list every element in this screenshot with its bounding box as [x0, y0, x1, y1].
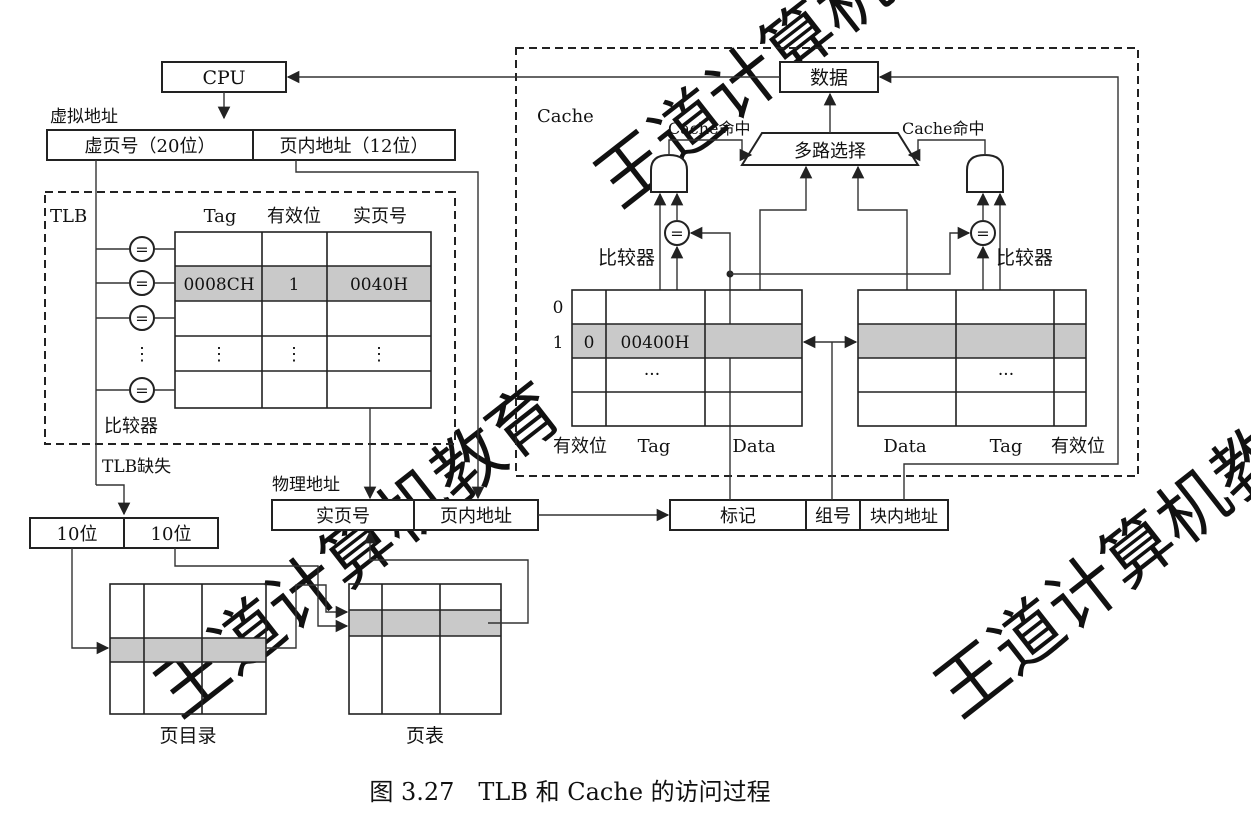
cache-right-dots: ··· [998, 365, 1014, 385]
and-gate-left [650, 153, 688, 193]
svg-text:王道计算机教育: 王道计算机教育 [140, 367, 577, 733]
tlb-region [44, 191, 456, 445]
pagewalk-field-2 [123, 517, 219, 549]
cache-comparator-right-label: 比较器 [996, 247, 1053, 269]
physical-offset-label: 页内地址 [440, 506, 512, 527]
svg-text:王道计算机教育: 王道计算机教育 [580, 0, 1017, 223]
cache-block-offset-field [859, 499, 949, 531]
cache-set-label: 组号 [815, 506, 851, 527]
data-out-label: 数据 [810, 67, 848, 89]
ppn-label: 实页号 [316, 506, 370, 527]
cache-left-tag-cell: 00400H [621, 333, 690, 353]
tlb-header-ppn: 实页号 [353, 206, 407, 227]
cache-left-valid-cell: 0 [584, 333, 595, 353]
pagewalk-field-1-label: 10位 [57, 524, 98, 545]
cache-way-left [571, 289, 803, 427]
cache-tag-field [669, 499, 807, 531]
cache-right-col-tag: Tag [990, 436, 1023, 457]
tlb-dots: ⋮ [370, 344, 388, 365]
tlb-dots: ⋮ [285, 344, 303, 365]
cache-block-offset-label: 块内地址 [870, 507, 938, 527]
tlb-miss-label: TLB缺失 [102, 457, 171, 477]
tlb-title: TLB [50, 206, 87, 227]
pagewalk-field-1 [29, 517, 125, 549]
physical-address-title: 物理地址 [272, 475, 340, 495]
vpn-label: 虚页号（20位） [85, 136, 216, 157]
vpn-field [46, 129, 254, 161]
tlb-dots: ⋮ [210, 344, 228, 365]
comparator-symbol: = [135, 240, 148, 259]
virtual-address-title: 虚拟地址 [50, 107, 118, 127]
cache-region [515, 47, 1139, 477]
comparator-symbol: = [976, 224, 989, 243]
multiplexer [740, 132, 920, 166]
cache-right-col-valid: 有效位 [1051, 436, 1105, 457]
offset-field [252, 129, 456, 161]
cache-set-field [805, 499, 861, 531]
comparator-symbol: = [135, 381, 148, 400]
cache-way-right [857, 289, 1087, 427]
data-out-box [779, 61, 879, 93]
page-directory-label: 页目录 [159, 725, 216, 747]
tlb-cell-tag: 0008CH [183, 275, 254, 295]
comparator-symbol: = [135, 309, 148, 328]
cache-left-col-data: Data [732, 436, 775, 457]
ppn-field [271, 499, 415, 531]
page-table-label: 页表 [406, 725, 444, 747]
tlb-cell-valid: 1 [289, 275, 300, 295]
cache-right-col-data: Data [883, 436, 926, 457]
cache-left-col-tag: Tag [638, 436, 671, 457]
tlb-header-tag: Tag [204, 206, 237, 227]
watermark: 王道计算机教育 王道计算机教育 王道计算机教育 [140, 0, 1251, 733]
cache-comparator-left-label: 比较器 [598, 247, 655, 269]
multiplexer-label: 多路选择 [794, 141, 866, 162]
tlb-comparator-label: 比较器 [104, 416, 158, 437]
cache-row-index: 0 [553, 298, 564, 318]
tlb-comparators [96, 236, 175, 403]
tlb-highlight-row [175, 266, 431, 301]
cache-tag-label: 标记 [720, 506, 756, 527]
cache-title: Cache [537, 106, 594, 127]
tlb-cell-ppn: 0040H [350, 275, 408, 295]
page-table [348, 583, 502, 715]
offset-label: 页内地址（12位） [280, 136, 429, 157]
cache-hit-right-label: Cache命中 [902, 119, 985, 138]
comparator-symbol: = [135, 274, 148, 293]
tlb-header-valid: 有效位 [267, 206, 321, 227]
physical-offset-field [413, 499, 539, 531]
and-gate-right [966, 153, 1004, 193]
cache-hit-left-label: Cache命中 [668, 119, 751, 138]
tlb-table [174, 231, 432, 409]
comparator-symbol: = [670, 224, 683, 243]
cache-left-dots: ··· [644, 365, 660, 385]
cache-row-index: 1 [553, 333, 564, 353]
tlb-dots: ⋮ [133, 344, 151, 365]
figure-caption: 图 3.27 TLB 和 Cache 的访问过程 [369, 778, 770, 806]
cache-left-col-valid: 有效位 [553, 436, 607, 457]
pagewalk-field-2-label: 10位 [151, 524, 192, 545]
page-directory-table [109, 583, 267, 715]
cpu-box [161, 61, 287, 93]
cpu-label: CPU [202, 67, 245, 89]
